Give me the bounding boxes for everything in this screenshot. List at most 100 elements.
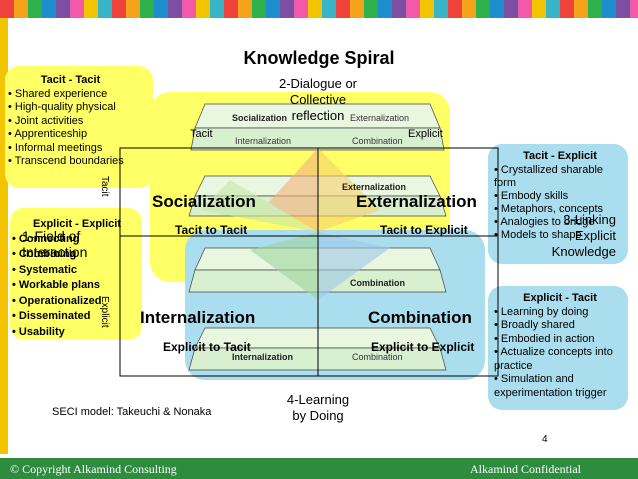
list-item: High-quality physical <box>8 101 158 115</box>
stripe-segment <box>28 0 42 18</box>
explicit-explicit-title: Explicit - Explicit <box>32 218 122 230</box>
layer1-internalization: Internalization <box>235 136 292 146</box>
stripe-segment <box>406 0 420 18</box>
axis-tacit-left: Tacit <box>190 128 213 140</box>
layer1-externalization: Externalization <box>350 113 410 123</box>
dialogue-label: 2-Dialogue or Collective reflection <box>238 76 398 124</box>
top-color-stripes <box>0 0 638 18</box>
stripe-segment <box>630 0 638 18</box>
stripe-segment <box>70 0 84 18</box>
stripe-segment <box>532 0 546 18</box>
stripe-segment <box>168 0 182 18</box>
layer-1-bottom <box>190 127 445 151</box>
list-item: Learning by doing <box>494 306 626 320</box>
explicit-tacit-list: Learning by doing Broadly shared Embodie… <box>494 306 626 401</box>
tacit-tacit-box: Tacit - Tacit Shared experience High-qua… <box>8 74 158 169</box>
quadrant-internalization: Internalization <box>140 308 256 327</box>
stripe-segment <box>196 0 210 18</box>
stripe-segment <box>392 0 406 18</box>
stripe-segment <box>490 0 504 18</box>
stripe-segment <box>140 0 154 18</box>
explicit-tacit-box: Explicit - Tacit Learning by doing Broad… <box>494 292 626 400</box>
list-item: Actualize concepts into practice <box>494 346 626 373</box>
stripe-segment <box>546 0 560 18</box>
footer-copyright: © Copyright Alkamind Consulting <box>10 462 177 476</box>
spiral-wedge-blue <box>318 232 390 300</box>
layer1-combination: Combination <box>352 136 403 146</box>
stripe-segment <box>98 0 112 18</box>
stripe-segment <box>0 0 14 18</box>
stripe-segment <box>560 0 574 18</box>
flow-tacit-to-tacit: Tacit to Tacit <box>175 223 248 237</box>
layer2-externalization: Externalization <box>342 182 407 192</box>
list-item: Broadly shared <box>494 319 626 333</box>
explicit-explicit-box: Explicit - Explicit Connecting Combining… <box>12 218 142 340</box>
quadrant-combination: Combination <box>368 308 472 327</box>
stripe-segment <box>602 0 616 18</box>
stripe-segment <box>14 0 28 18</box>
stripe-segment <box>238 0 252 18</box>
linking-line-3: Knowledge <box>551 244 616 259</box>
footer-confidential: Alkamind Confidential <box>470 462 581 476</box>
stripe-segment <box>518 0 532 18</box>
spiral-wedge-yellow <box>318 148 380 232</box>
dialogue-line-2: Collective <box>289 92 347 107</box>
list-item: Apprenticeship <box>8 128 158 142</box>
flow-explicit-to-explicit: Explicit to Explicit <box>371 340 475 354</box>
page-title: Knowledge Spiral <box>243 48 395 68</box>
list-item: Shared experience <box>8 88 158 102</box>
list-item: Systematic <box>12 263 142 279</box>
quadrant-externalization: Externalization <box>356 192 477 211</box>
stripe-segment <box>84 0 98 18</box>
axis-tacit-vertical: Tacit <box>99 176 110 197</box>
spiral-wedge-lime <box>200 180 318 232</box>
tacit-explicit-box: Tacit - Explicit Crystallized sharable f… <box>494 150 626 242</box>
stripe-segment <box>350 0 364 18</box>
list-item: Joint activities <box>8 115 158 129</box>
stripe-segment <box>280 0 294 18</box>
layer4-combination: Combination <box>352 352 403 362</box>
list-item: Transcend boundaries <box>8 155 158 169</box>
stripe-segment <box>476 0 490 18</box>
tacit-tacit-title: Tacit - Tacit <box>40 74 101 86</box>
stripe-segment <box>42 0 56 18</box>
stripe-segment <box>364 0 378 18</box>
stripe-segment <box>126 0 140 18</box>
list-item: Informal meetings <box>8 142 158 156</box>
list-item: Metaphors, concepts <box>494 203 626 216</box>
explicit-explicit-list: Connecting Combining Systematic Workable… <box>12 232 142 341</box>
stripe-segment <box>462 0 476 18</box>
list-item: Disseminated <box>12 309 142 325</box>
learning-line-1: 4-Learning <box>286 392 350 407</box>
stripe-segment <box>504 0 518 18</box>
stripe-segment <box>336 0 350 18</box>
tacit-explicit-list: Crystallized sharable form Embody skills… <box>494 164 626 242</box>
stripe-segment <box>154 0 168 18</box>
list-item: Connecting <box>12 232 142 248</box>
stripe-segment <box>322 0 336 18</box>
stripe-segment <box>434 0 448 18</box>
stripe-segment <box>182 0 196 18</box>
learning-line-2: by Doing <box>292 408 344 423</box>
stripe-segment <box>616 0 630 18</box>
axis-explicit-right: Explicit <box>408 128 443 140</box>
dialogue-line-1: 2-Dialogue or <box>278 76 358 91</box>
stripe-segment <box>308 0 322 18</box>
list-item: Usability <box>12 325 142 341</box>
tacit-tacit-list: Shared experience High-quality physical … <box>8 88 158 169</box>
list-item: Analogies to bridge <box>494 216 626 229</box>
quadrant-socialization: Socialization <box>152 192 256 211</box>
stripe-segment <box>574 0 588 18</box>
stripe-segment <box>294 0 308 18</box>
stripe-segment <box>210 0 224 18</box>
layer3-combination: Combination <box>350 278 405 288</box>
layer1-socialization: Socialization <box>232 113 288 123</box>
left-accent-bar <box>0 18 8 454</box>
page-number: 4 <box>542 434 548 445</box>
flow-explicit-to-tacit: Explicit to Tacit <box>163 340 251 354</box>
tacit-explicit-title: Tacit - Explicit <box>523 150 597 162</box>
list-item: Models to shape <box>494 229 626 242</box>
list-item: Embodied in action <box>494 333 626 347</box>
stripe-segment <box>56 0 70 18</box>
stripe-segment <box>252 0 266 18</box>
